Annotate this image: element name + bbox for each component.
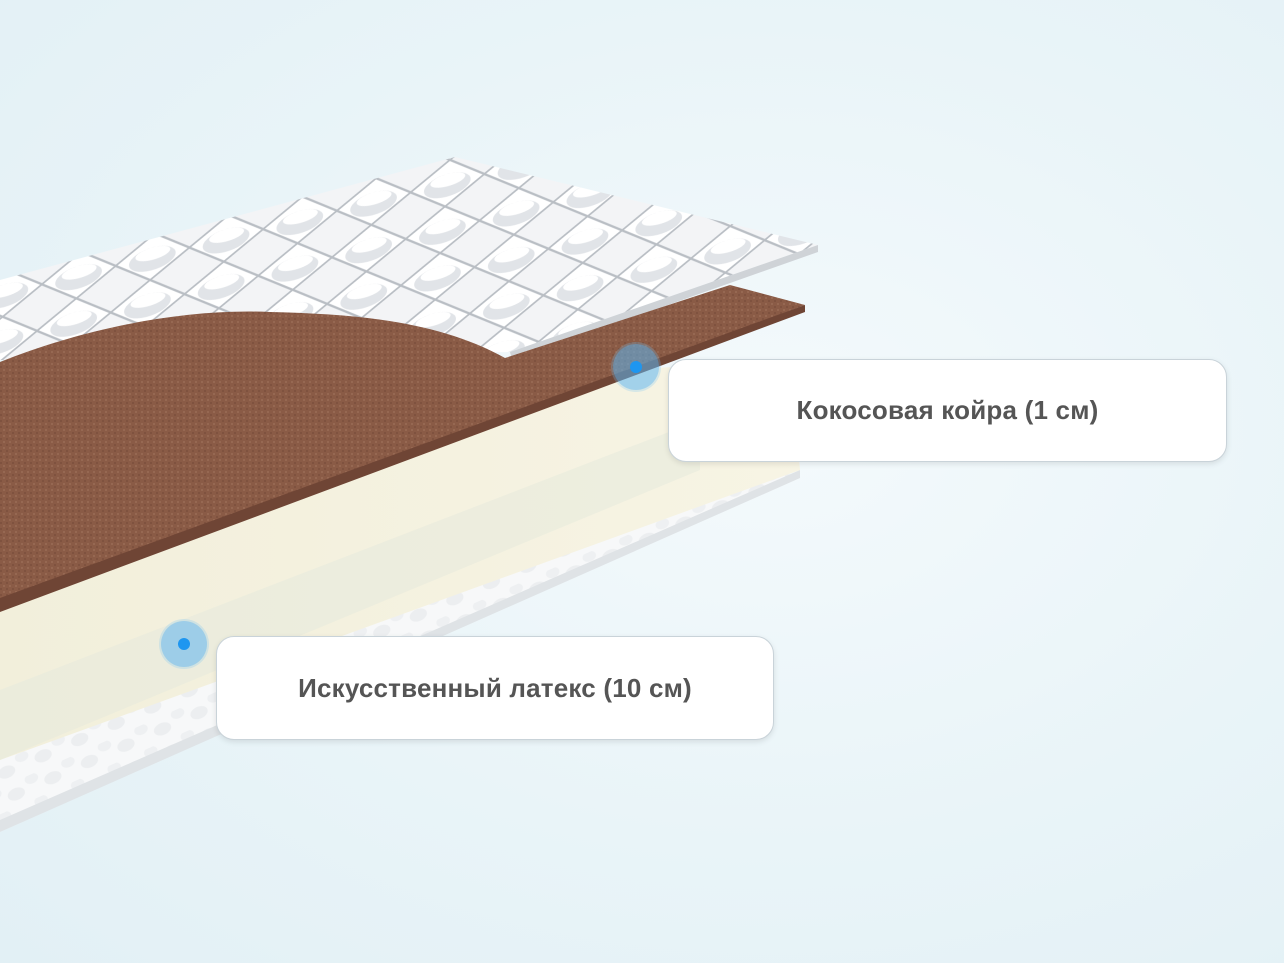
label-coconut-coir[interactable]: Кокосовая койра (1 см) xyxy=(668,359,1227,462)
hotspot-latex-marker[interactable] xyxy=(161,621,207,667)
quilted-top-cover xyxy=(0,157,818,360)
hotspot-marker-icon xyxy=(630,361,642,373)
hotspot-coconut-marker[interactable] xyxy=(613,344,659,390)
hotspot-marker-icon xyxy=(178,638,190,650)
label-artificial-latex[interactable]: Искусственный латекс (10 см) xyxy=(216,636,774,740)
coconut-coir-layer xyxy=(0,285,805,612)
label-coconut-coir-text: Кокосовая койра (1 см) xyxy=(796,395,1099,425)
label-artificial-latex-text: Искусственный латекс (10 см) xyxy=(298,672,692,703)
